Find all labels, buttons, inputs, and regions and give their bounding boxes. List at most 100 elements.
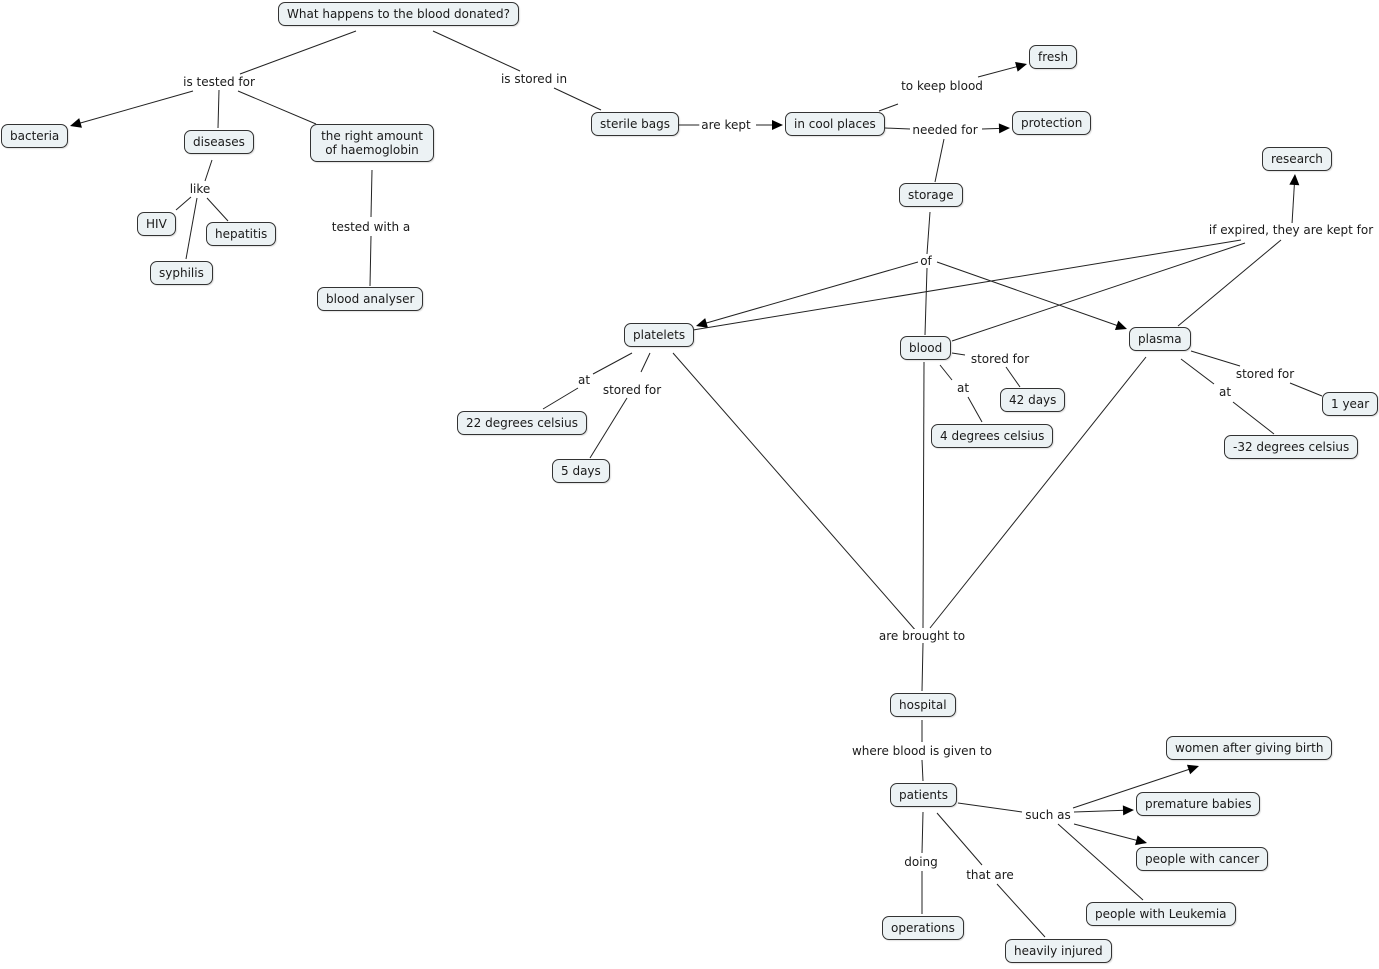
- link-is-stored-in[interactable]: is stored in: [498, 72, 570, 86]
- arrowhead-icon: [1135, 835, 1147, 846]
- connector-line: [929, 356, 1147, 629]
- connector-line: [704, 261, 919, 324]
- connector-line: [936, 812, 983, 866]
- connector-line: [967, 396, 983, 423]
- concept-fresh[interactable]: fresh: [1029, 45, 1078, 69]
- connector-line: [924, 267, 928, 336]
- connector-line: [921, 759, 924, 782]
- connector-line: [951, 242, 1246, 342]
- concept-patients[interactable]: patients: [890, 783, 957, 807]
- concept-hepatitis[interactable]: hepatitis: [206, 222, 277, 246]
- arrowhead-icon: [772, 120, 783, 130]
- connector-line: [1073, 823, 1139, 842]
- concept-bacteria[interactable]: bacteria: [1, 124, 69, 148]
- connector-line: [369, 235, 372, 287]
- connector-line: [204, 159, 213, 182]
- concept-haemoglobin[interactable]: the right amount of haemoglobin: [310, 124, 434, 162]
- connector-line: [1289, 382, 1323, 397]
- concept-research[interactable]: research: [1262, 147, 1332, 171]
- concept-storage[interactable]: storage: [899, 183, 963, 207]
- connector-line: [1005, 366, 1021, 388]
- concept-blood[interactable]: blood: [900, 336, 952, 360]
- concept-diseases[interactable]: diseases: [184, 130, 254, 154]
- concept-1-year[interactable]: 1 year: [1322, 392, 1379, 416]
- concept-people-cancer[interactable]: people with cancer: [1136, 847, 1269, 871]
- concept-heavily-injured[interactable]: heavily injured: [1005, 939, 1112, 963]
- arrowhead-icon: [1186, 764, 1199, 775]
- connector-line: [692, 239, 1242, 331]
- arrowhead-icon: [1015, 61, 1027, 72]
- link-if-expired[interactable]: if expired, they are kept for: [1206, 223, 1376, 237]
- concept-women-birth[interactable]: women after giving birth: [1166, 736, 1333, 760]
- concept-syphilis[interactable]: syphilis: [150, 261, 213, 285]
- connector-line: [939, 364, 953, 381]
- connector-line: [1073, 809, 1126, 813]
- connector-line: [432, 30, 521, 72]
- connector-line: [957, 802, 1023, 813]
- concept-5-days[interactable]: 5 days: [552, 459, 610, 483]
- connector-line: [926, 211, 931, 255]
- link-doing[interactable]: doing: [902, 855, 940, 869]
- connector-line: [553, 87, 602, 111]
- link-of[interactable]: of: [918, 254, 934, 268]
- concept-people-leukemia[interactable]: people with Leukemia: [1086, 902, 1236, 926]
- connector-line: [878, 103, 899, 112]
- connector-line: [921, 642, 924, 692]
- arrowhead-icon: [1289, 174, 1300, 186]
- link-blood-stored-for[interactable]: stored for: [968, 352, 1032, 366]
- concept-hospital[interactable]: hospital: [890, 693, 956, 717]
- concept-plasma[interactable]: plasma: [1129, 327, 1191, 351]
- link-that-are[interactable]: that are: [964, 868, 1016, 882]
- connector-line: [237, 90, 317, 125]
- connector-line: [1190, 350, 1241, 367]
- connector-line: [370, 169, 373, 218]
- arrowhead-icon: [1122, 805, 1134, 816]
- concept-platelets[interactable]: platelets: [624, 323, 695, 347]
- arrowhead-icon: [1114, 320, 1127, 331]
- concept-22-degrees[interactable]: 22 degrees celsius: [457, 411, 587, 435]
- connector-line: [206, 197, 229, 222]
- connector-line: [884, 127, 911, 130]
- concept-hiv[interactable]: HIV: [137, 212, 176, 236]
- connector-line: [996, 883, 1046, 938]
- concept-haemoglobin-line1: the right amount: [321, 129, 423, 143]
- connector-line: [1177, 239, 1282, 327]
- connector-line: [589, 397, 628, 459]
- link-needed-for[interactable]: needed for: [910, 123, 980, 137]
- link-where-blood-given[interactable]: where blood is given to: [849, 744, 995, 758]
- concept-haemoglobin-line2: of haemoglobin: [325, 143, 419, 157]
- concept-blood-analyser[interactable]: blood analyser: [317, 287, 424, 311]
- connector-line: [1072, 768, 1191, 809]
- connector-line: [922, 361, 925, 629]
- concept-protection[interactable]: protection: [1012, 111, 1092, 135]
- link-plasma-at[interactable]: at: [1216, 385, 1234, 399]
- link-such-as[interactable]: such as: [1023, 808, 1073, 822]
- connector-line: [78, 90, 194, 125]
- link-platelets-stored-for[interactable]: stored for: [600, 383, 664, 397]
- link-to-keep-blood[interactable]: to keep blood: [899, 79, 985, 93]
- link-are-brought-to[interactable]: are brought to: [876, 629, 968, 643]
- concept-root[interactable]: What happens to the blood donated?: [278, 2, 520, 26]
- link-is-tested-for[interactable]: is tested for: [181, 75, 257, 89]
- link-like[interactable]: like: [187, 182, 213, 196]
- link-are-kept[interactable]: are kept: [699, 118, 753, 132]
- connector-line: [951, 352, 966, 356]
- connector-line: [921, 811, 924, 854]
- concept-cool-places[interactable]: in cool places: [785, 112, 885, 136]
- concept-operations[interactable]: operations: [882, 916, 964, 940]
- link-platelets-at[interactable]: at: [575, 373, 593, 387]
- connector-line: [977, 65, 1019, 78]
- link-tested-with-a[interactable]: tested with a: [329, 220, 413, 234]
- connector-line: [1057, 823, 1144, 901]
- connector-line: [981, 127, 1002, 130]
- concept-premature-babies[interactable]: premature babies: [1136, 792, 1261, 816]
- concept-42-days[interactable]: 42 days: [1000, 388, 1066, 412]
- concept-minus32-degrees[interactable]: -32 degrees celsius: [1224, 435, 1359, 459]
- concept-4-degrees[interactable]: 4 degrees celsius: [931, 424, 1054, 448]
- link-plasma-stored-for[interactable]: stored for: [1233, 367, 1297, 381]
- link-blood-at[interactable]: at: [954, 381, 972, 395]
- concept-sterile-bags[interactable]: sterile bags: [591, 112, 679, 136]
- arrowhead-icon: [70, 118, 82, 128]
